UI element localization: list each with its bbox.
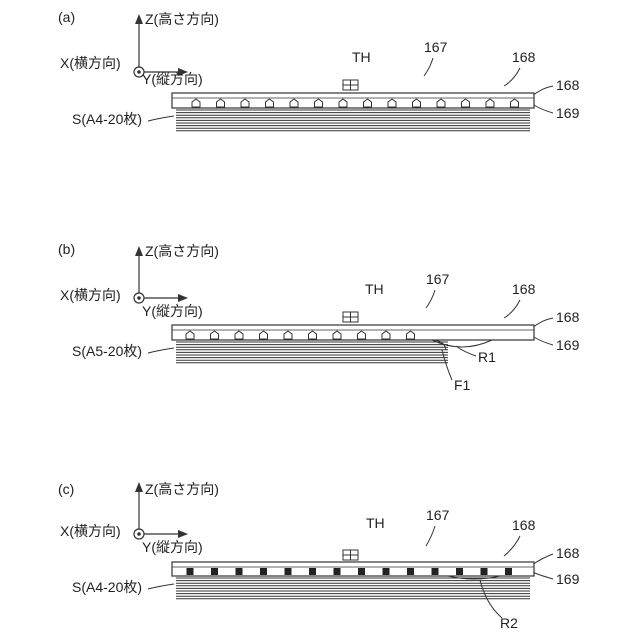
panel-a: (a) Z(高さ方向) X(横方向) Y(縦方向) TH 167 168 168… xyxy=(58,9,580,131)
element-169 xyxy=(309,568,316,575)
element-169 xyxy=(334,568,341,575)
x-axis-label: X(横方向) xyxy=(60,287,121,303)
panel-label: (a) xyxy=(58,9,75,25)
sheet-stack xyxy=(176,578,530,599)
panel-label: (c) xyxy=(58,481,74,497)
region-r1 xyxy=(432,340,492,347)
ref-169: 169 xyxy=(556,337,580,353)
ref-168-side: 168 xyxy=(556,545,580,561)
panel-label: (b) xyxy=(58,241,75,257)
x-axis-label: X(横方向) xyxy=(60,55,121,71)
element-169 xyxy=(505,568,512,575)
panel-c: (c) Z(高さ方向) X(横方向) Y(縦方向) TH 167 168 168… xyxy=(58,481,580,631)
y-axis-label: Y(縦方向) xyxy=(142,303,203,319)
z-axis-label: Z(高さ方向) xyxy=(145,11,219,27)
th-label: TH xyxy=(352,49,371,65)
ref-r2: R2 xyxy=(500,615,518,631)
element-169 xyxy=(260,568,267,575)
ref-167: 167 xyxy=(424,39,448,55)
z-axis-label: Z(高さ方向) xyxy=(145,243,219,259)
plate-168 xyxy=(172,325,534,340)
sheet-stack-label: S(A5-20枚) xyxy=(72,343,142,359)
ref-168-top: 168 xyxy=(512,49,536,65)
ref-169: 169 xyxy=(556,571,580,587)
sheet-stack-label: S(A4-20枚) xyxy=(72,579,142,595)
y-arrowhead-icon xyxy=(178,294,188,302)
ref-168-side: 168 xyxy=(556,309,580,325)
element-169 xyxy=(358,568,365,575)
th-label: TH xyxy=(366,515,385,531)
ref-f1: F1 xyxy=(454,377,471,393)
element-169 xyxy=(456,568,463,575)
element-169 xyxy=(285,568,292,575)
element-169 xyxy=(236,568,243,575)
element-169 xyxy=(407,568,414,575)
panel-b: (b) Z(高さ方向) X(横方向) Y(縦方向) TH 167 168 168… xyxy=(58,241,580,393)
element-169 xyxy=(383,568,390,575)
plate-168 xyxy=(172,562,534,576)
z-axis-label: Z(高さ方向) xyxy=(145,481,219,497)
element-169 xyxy=(211,568,218,575)
z-arrowhead-icon xyxy=(135,482,143,492)
ref-r1: R1 xyxy=(478,349,496,365)
element-169 xyxy=(481,568,488,575)
y-axis-label: Y(縦方向) xyxy=(142,71,203,87)
element-169 xyxy=(187,568,194,575)
z-arrowhead-icon xyxy=(135,246,143,256)
sheet-stack xyxy=(176,342,448,363)
z-arrowhead-icon xyxy=(135,14,143,24)
th-sensor-icon xyxy=(343,80,358,90)
x-axis-label: X(横方向) xyxy=(60,523,121,539)
ref-168-top: 168 xyxy=(512,517,536,533)
ref-169: 169 xyxy=(556,105,580,121)
th-sensor-icon xyxy=(343,312,358,322)
y-axis-label: Y(縦方向) xyxy=(142,539,203,555)
plate-168 xyxy=(172,93,534,108)
ref-168-side: 168 xyxy=(556,77,580,93)
sheet-stack xyxy=(176,110,530,131)
th-label: TH xyxy=(365,281,384,297)
element-169 xyxy=(432,568,439,575)
ref-167: 167 xyxy=(426,507,450,523)
th-sensor-icon xyxy=(343,550,358,560)
ref-167: 167 xyxy=(426,271,450,287)
y-arrowhead-icon xyxy=(178,530,188,538)
ref-168-top: 168 xyxy=(512,281,536,297)
sheet-stack-label: S(A4-20枚) xyxy=(72,111,142,127)
